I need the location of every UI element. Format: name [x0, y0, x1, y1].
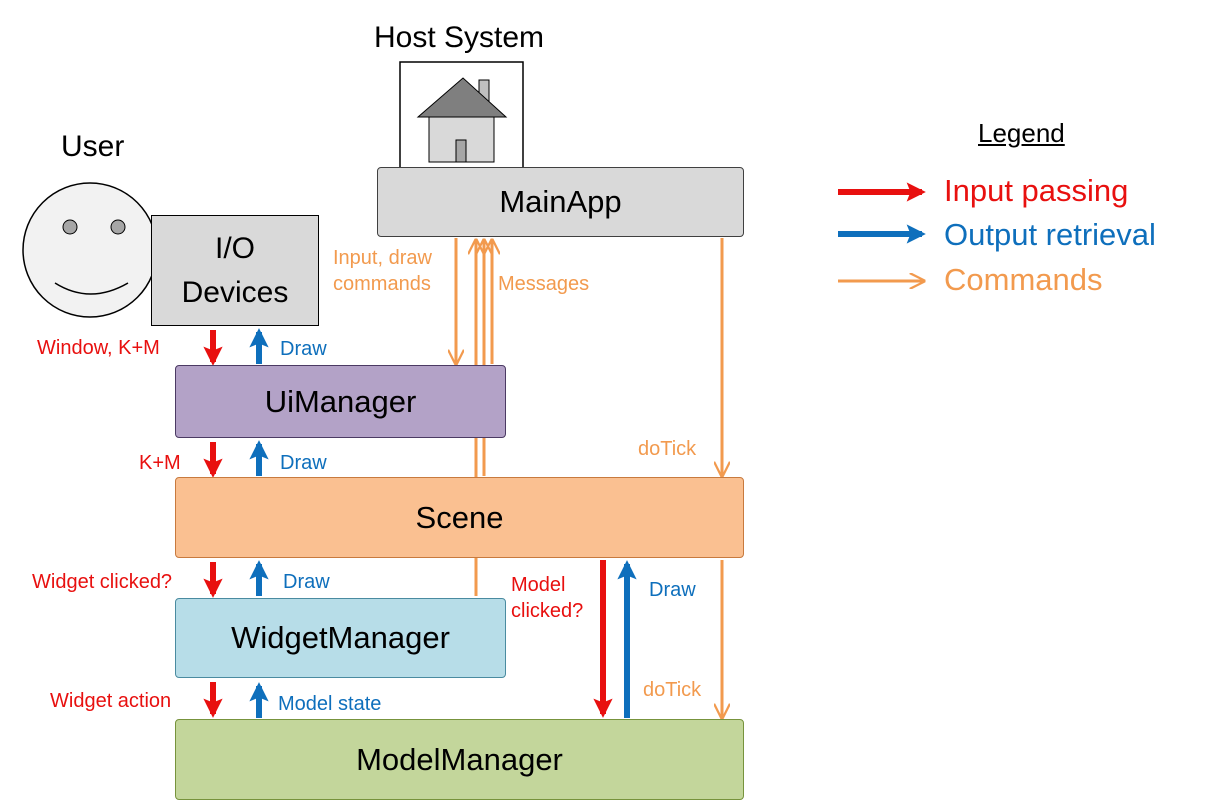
label-dotick-scene: doTick	[638, 438, 697, 460]
label-input-draw-commands: Input, draw commands	[333, 247, 432, 295]
label-messages: Messages	[498, 273, 590, 295]
label-draw-scene: Draw	[280, 452, 327, 474]
label-draw-widget: Draw	[283, 571, 330, 593]
smiley-face-icon	[22, 182, 158, 318]
uimanager-box: UiManager	[175, 365, 506, 438]
label-widget-clicked: Widget clicked?	[32, 571, 173, 593]
scene-label: Scene	[415, 499, 504, 535]
modelmanager-label: ModelManager	[356, 741, 563, 777]
io-devices-box: I/O Devices	[151, 215, 319, 326]
house-icon	[399, 61, 524, 175]
label-dotick-model: doTick	[643, 679, 702, 701]
label-model-state: Model state	[278, 693, 382, 715]
label-draw-ui: Draw	[280, 338, 327, 360]
label-window-km: Window, K+M	[37, 337, 160, 359]
host-system-title: Host System	[374, 21, 545, 54]
label-widget-action: Widget action	[50, 690, 172, 712]
label-model-clicked: Model clicked?	[511, 574, 584, 622]
label-draw-model: Draw	[649, 579, 696, 601]
legend-item-output: Output retrieval	[944, 217, 1156, 252]
legend-item-commands: Commands	[944, 262, 1103, 297]
io-devices-label: I/O Devices	[181, 232, 289, 309]
scene-box: Scene	[175, 477, 744, 558]
mainapp-label: MainApp	[499, 184, 622, 219]
widgetmanager-label: WidgetManager	[231, 620, 450, 655]
modelmanager-box: ModelManager	[175, 719, 744, 800]
mainapp-box: MainApp	[377, 167, 744, 237]
legend-title: Legend	[978, 118, 1065, 148]
widgetmanager-box: WidgetManager	[175, 598, 506, 678]
user-title: User	[61, 130, 125, 163]
label-km: K+M	[139, 452, 181, 474]
legend-item-input: Input passing	[944, 173, 1129, 208]
uimanager-label: UiManager	[264, 383, 417, 419]
